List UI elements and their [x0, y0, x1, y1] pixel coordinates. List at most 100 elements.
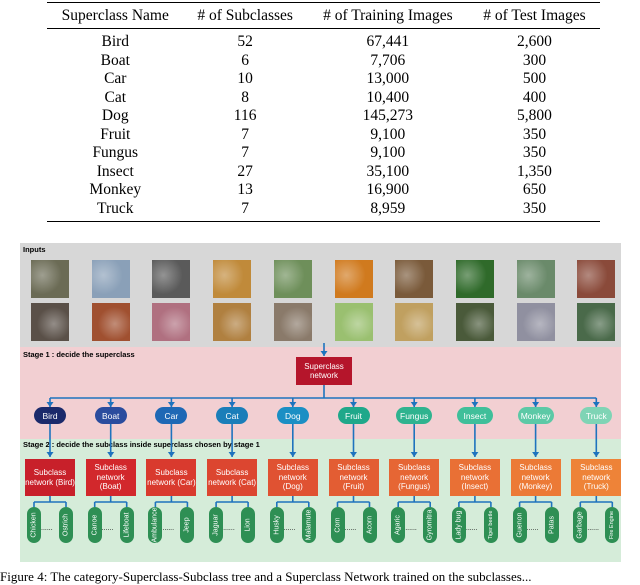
input-image-thumbnail — [91, 303, 130, 341]
input-image-thumbnail — [334, 260, 373, 298]
table-cell: Truck — [47, 199, 184, 222]
figure-caption: Figure 4: The category-Superclass-Subcla… — [0, 569, 532, 584]
inputs-label: Inputs — [23, 245, 46, 254]
table-cell: Boat — [100, 51, 130, 69]
superclass-network-box: Superclass network — [296, 357, 352, 385]
subclass-network-insect: Subclass network (Insect) — [449, 459, 500, 496]
subclass-leaf-label: Acorn — [366, 515, 373, 535]
table-cell: Bird — [101, 33, 130, 50]
input-image-thumbnail — [455, 260, 494, 298]
input-image-thumbnail — [91, 260, 130, 298]
more-subclasses-dots: ...... — [162, 525, 175, 532]
subclass-leaf: Agaric — [391, 507, 406, 543]
subclass-leaf: Guenon — [512, 507, 527, 543]
superclass-fruit: Fruit — [337, 407, 370, 424]
connector-lines — [33, 343, 614, 507]
input-image-thumbnail — [577, 303, 616, 341]
superclass-cat: Cat — [216, 407, 249, 424]
subclass-network-truck: Subclass network (Truck) — [571, 459, 622, 496]
table-cell: Insect — [96, 162, 134, 180]
input-image-thumbnail — [31, 303, 69, 341]
subclass-leaf-label: Agaric — [394, 515, 402, 535]
column-header: # of Training Images — [306, 2, 469, 29]
subclass-leaf: Gyromitra — [423, 507, 438, 543]
subclass-leaf: Garbage — [573, 507, 588, 543]
more-subclasses-dots: ...... — [283, 525, 296, 532]
subclass-leaf-label: Chicken — [30, 512, 38, 538]
dataset-table: Superclass Name# of Subclasses# of Train… — [47, 2, 600, 222]
subclass-leaf: Lady bug — [451, 507, 466, 543]
superclass-fungus: Fungus — [396, 407, 433, 424]
input-image-thumbnail — [395, 303, 434, 341]
table-header-row: Superclass Name# of Subclasses# of Train… — [47, 2, 600, 29]
hierarchy-figure: Inputs Stage 1 : decide the superclass S… — [20, 243, 622, 562]
subclass-leaf-label: Fire Engine — [609, 510, 616, 540]
subclass-network-fruit: Subclass network (Fruit) — [328, 459, 379, 496]
subclass-network-monkey: Subclass network (Monkey) — [510, 459, 561, 496]
superclass-boat: Boat — [94, 407, 127, 424]
subclass-leaf-label: Jeep — [183, 517, 191, 533]
more-subclasses-dots: ...... — [405, 525, 417, 532]
table-cell: 116 — [233, 107, 257, 124]
subclass-leaf-label: Ostrich — [62, 513, 70, 537]
subclass-leaf: Acorn — [362, 507, 377, 543]
table-cell: 10,400 — [366, 88, 410, 106]
subclass-network-car: Subclass network (Car) — [146, 459, 197, 496]
subclass-leaf: Lion — [241, 507, 256, 543]
subclass-leaf-label: Malamute — [305, 509, 313, 541]
subclass-network-cat: Subclass network (Cat) — [207, 459, 258, 496]
input-image-thumbnail — [152, 260, 191, 298]
subclass-leaf: Jeep — [180, 507, 195, 543]
subclass-leaf-label: Garbage — [576, 511, 584, 539]
input-image-thumbnail — [152, 303, 191, 341]
subclass-network-fungus: Subclass network (Fungus) — [389, 459, 440, 496]
table-cell: 8 — [241, 88, 250, 106]
column-header: Superclass Name — [47, 2, 184, 29]
table-cell: Fungus — [92, 144, 139, 161]
subclass-leaf-label: Gyromitra — [426, 509, 434, 541]
table-cell: 8,959 — [306, 199, 469, 222]
column-header: # of Test Images — [468, 2, 600, 29]
superclass-bird: Bird — [34, 407, 66, 424]
subclass-leaf-label: Lady bug — [455, 510, 463, 540]
input-image-thumbnail — [273, 303, 312, 341]
subclass-leaf: Husky — [269, 507, 284, 543]
subclass-leaf-label: Lion — [244, 518, 252, 532]
table-cell: 27 — [237, 162, 253, 180]
superclass-car: Car — [155, 407, 188, 424]
superclass-insect: Insect — [456, 407, 493, 424]
table-cell: 2,600 — [517, 33, 552, 50]
subclass-leaf: Patas — [544, 507, 559, 543]
table-cell: 350 — [468, 199, 600, 222]
more-subclasses-dots: ...... — [344, 525, 357, 532]
table-cell: Monkey — [89, 181, 142, 198]
more-subclasses-dots: ...... — [465, 525, 478, 532]
table-cell: 500 — [522, 70, 547, 87]
input-image-thumbnail — [213, 303, 252, 341]
subclass-leaf: Chicken — [27, 507, 41, 543]
subclass-leaf: Jaguar — [209, 507, 224, 543]
table-cell: 350 — [522, 125, 547, 143]
subclass-leaf: Corn — [330, 507, 345, 543]
stage1-label: Stage 1 : decide the superclass — [23, 350, 135, 359]
input-image-thumbnail — [31, 260, 69, 298]
more-subclasses-dots: ...... — [101, 525, 114, 532]
table-cell: 145,273 — [362, 107, 414, 124]
superclass-truck: Truck — [580, 407, 613, 424]
more-subclasses-dots: ...... — [41, 525, 53, 532]
superclass-monkey: Monkey — [517, 407, 554, 424]
table-cell: 9,100 — [370, 125, 406, 143]
table-cell: Fruit — [100, 125, 131, 143]
subclass-leaf: Ostrich — [59, 507, 73, 543]
stage2-label: Stage 2 : decide the subclass inside sup… — [23, 440, 260, 449]
subclass-network-bird: Subclass network (Bird) — [25, 459, 75, 496]
subclass-leaf: Fire Engine — [605, 507, 620, 543]
table-cell: 7 — [241, 144, 250, 161]
table-cell: 350 — [522, 144, 547, 161]
